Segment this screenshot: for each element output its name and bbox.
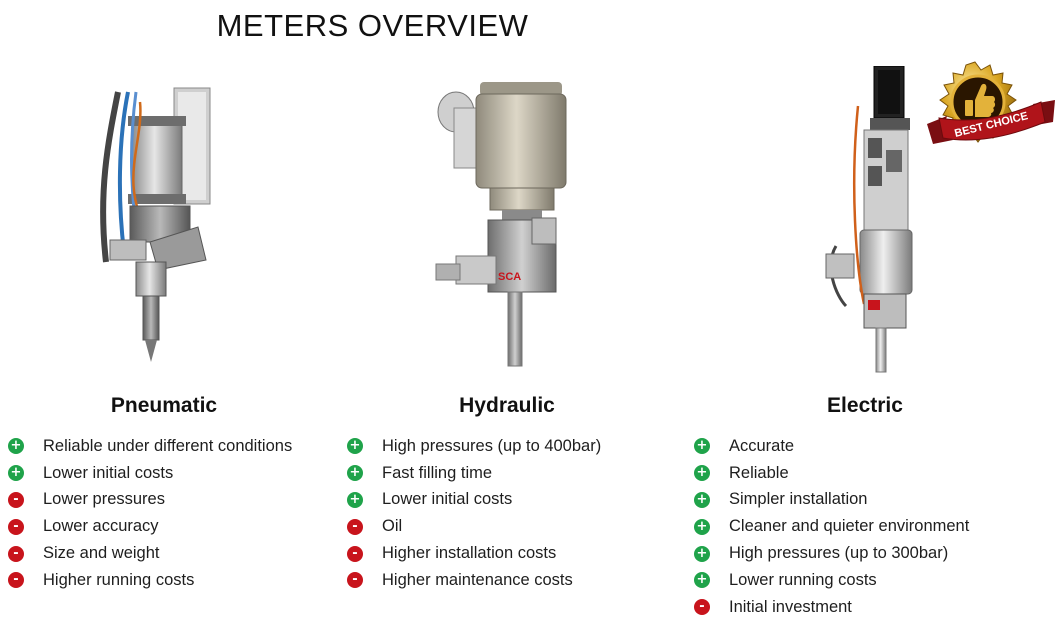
- list-item-text: Reliable under different conditions: [43, 436, 293, 455]
- list-item: + High pressures (up to 300bar): [694, 540, 969, 567]
- list-item: + Reliable under different conditions: [8, 433, 292, 460]
- list-item-text: Accurate: [729, 436, 795, 455]
- plus-icon: +: [8, 465, 24, 482]
- minus-icon: -: [8, 545, 24, 562]
- list-item-text: Oil: [382, 517, 403, 536]
- list-item-text: Higher running costs: [43, 570, 195, 589]
- list-item: + Lower initial costs: [347, 487, 601, 514]
- list-item-text: Reliable: [729, 463, 789, 482]
- list-item-text: High pressures (up to 400bar): [382, 436, 602, 455]
- list-item: - Size and weight: [8, 540, 292, 567]
- page-title: METERS OVERVIEW: [216, 8, 529, 43]
- hydraulic-meter-image: SCA: [435, 82, 567, 367]
- list-item-text: Cleaner and quieter environment: [729, 517, 970, 536]
- list-item: + Reliable: [694, 460, 969, 487]
- plus-icon: +: [694, 545, 710, 562]
- plus-icon: +: [694, 572, 710, 589]
- list-item-text: Lower running costs: [729, 570, 877, 589]
- list-item-text: Higher maintenance costs: [382, 570, 573, 589]
- list-item: - Lower pressures: [8, 487, 292, 514]
- minus-icon: -: [8, 518, 24, 535]
- list-item-text: Lower accuracy: [43, 517, 159, 536]
- pneumatic-title: Pneumatic: [110, 394, 218, 417]
- minus-icon: -: [347, 518, 363, 535]
- list-item: + Lower initial costs: [8, 460, 292, 487]
- list-item: - Initial investment: [694, 594, 969, 621]
- electric-meter-image: [825, 66, 913, 373]
- list-item-text: Lower pressures: [43, 490, 165, 509]
- plus-icon: +: [694, 518, 710, 535]
- minus-icon: -: [347, 572, 363, 589]
- plus-icon: +: [8, 438, 24, 455]
- plus-icon: +: [694, 438, 710, 455]
- minus-icon: -: [347, 545, 363, 562]
- list-item-text: Fast filling time: [382, 463, 493, 482]
- pneumatic-list: + Reliable under different conditions + Lo…: [8, 433, 292, 594]
- thumbs-up-icon: [965, 83, 996, 117]
- list-item: - Higher installation costs: [347, 540, 601, 567]
- hydraulic-list: + High pressures (up to 400bar) + Fast fil…: [347, 433, 601, 594]
- plus-icon: +: [347, 491, 363, 508]
- hydraulic-title: Hydraulic: [459, 394, 555, 417]
- list-item: - Higher running costs: [8, 567, 292, 594]
- sca-logo: SCA: [498, 271, 521, 283]
- pneumatic-meter-image: [100, 87, 211, 362]
- plus-icon: +: [347, 465, 363, 482]
- electric-title: Electric: [827, 394, 903, 417]
- list-item-text: High pressures (up to 300bar): [729, 544, 949, 563]
- list-item: - Oil: [347, 513, 601, 540]
- plus-icon: +: [694, 491, 710, 508]
- list-item: + High pressures (up to 400bar): [347, 433, 601, 460]
- minus-icon: -: [8, 491, 24, 508]
- plus-icon: +: [347, 438, 363, 455]
- plus-icon: +: [694, 465, 710, 482]
- minus-icon: -: [694, 599, 710, 616]
- list-item-text: Higher installation costs: [382, 544, 557, 563]
- best-choice-badge: BEST CHOICE: [927, 61, 1055, 144]
- list-item: + Cleaner and quieter environment: [694, 513, 969, 540]
- list-item: + Simpler installation: [694, 487, 969, 514]
- list-item-text: Initial investment: [729, 597, 852, 616]
- list-item: - Higher maintenance costs: [347, 567, 601, 594]
- list-item: + Fast filling time: [347, 460, 601, 487]
- list-item: + Accurate: [694, 433, 969, 460]
- list-item: - Lower accuracy: [8, 513, 292, 540]
- list-item: + Lower running costs: [694, 567, 969, 594]
- minus-icon: -: [8, 572, 24, 589]
- list-item-text: Simpler installation: [729, 490, 868, 509]
- list-item-text: Lower initial costs: [43, 463, 174, 482]
- list-item-text: Size and weight: [43, 544, 160, 563]
- electric-list: + Accurate + Reliable + Simpler installatio…: [694, 433, 969, 621]
- list-item-text: Lower initial costs: [382, 490, 513, 509]
